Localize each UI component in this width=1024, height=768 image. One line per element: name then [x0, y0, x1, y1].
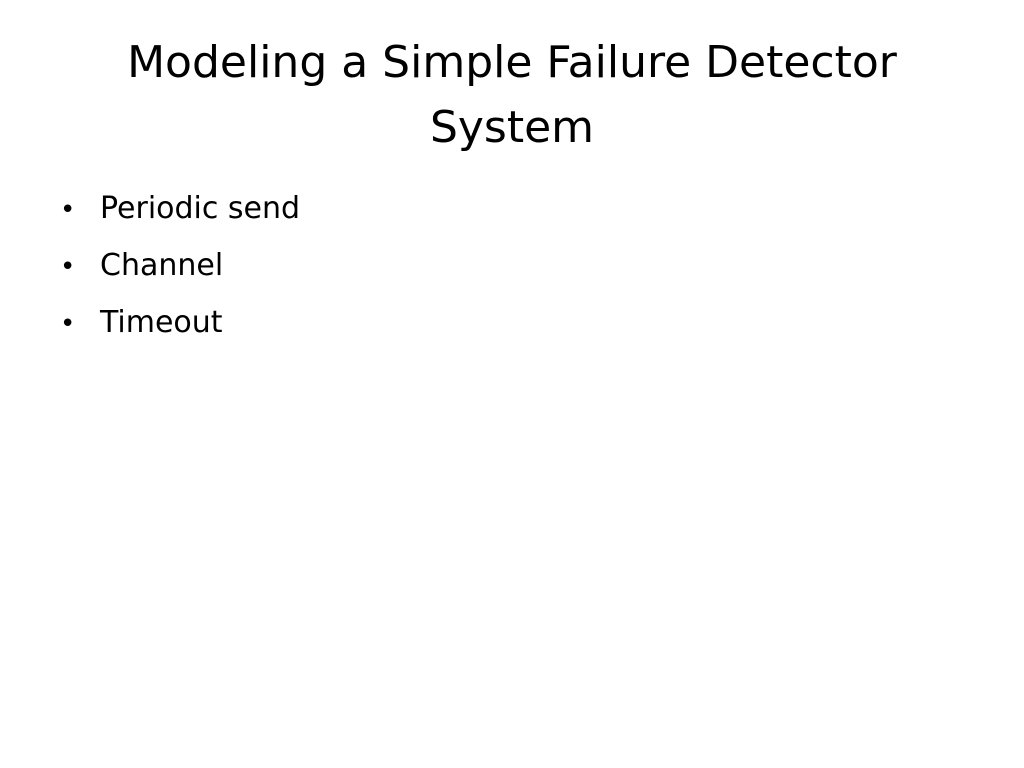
bullet-text: Periodic send	[100, 191, 301, 226]
bullet-item-timeout: • Timeout	[60, 300, 940, 357]
bullet-text: Channel	[100, 248, 224, 283]
slide-title: Modeling a Simple Failure Detector Syste…	[127, 37, 897, 153]
bullet-list: • Periodic send • Channel • Timeout	[60, 186, 940, 357]
bullet-icon: •	[60, 252, 76, 282]
bullet-icon: •	[60, 309, 76, 339]
bullet-item-periodic-send: • Periodic send	[60, 186, 940, 243]
bullet-text: Timeout	[100, 305, 223, 340]
bullet-item-channel: • Channel	[60, 243, 940, 300]
bullet-icon: •	[60, 195, 76, 225]
